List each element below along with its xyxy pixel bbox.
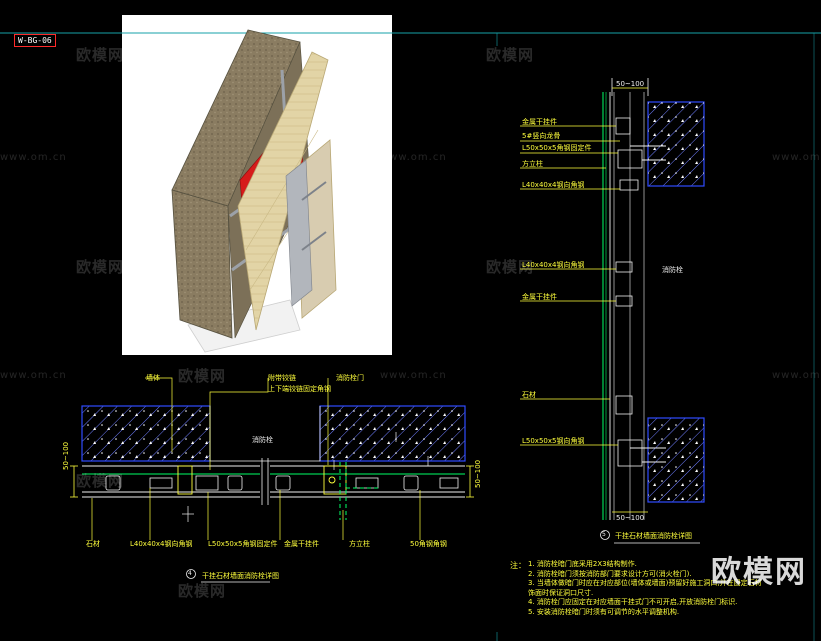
panel-joint	[245, 129, 319, 251]
bracket	[617, 149, 643, 169]
elevation-section-drawing	[520, 78, 705, 544]
door-frame-left	[177, 465, 193, 495]
label-top-hinge: 上下端铰链固定角钢	[268, 385, 331, 393]
elev-label-metal-hanger-1: 金属干挂件	[522, 118, 557, 126]
label-fixed-angle: 50角钢角钢	[410, 540, 447, 548]
hanger-clip	[355, 477, 379, 489]
plan-dim-right: 50~100	[474, 459, 482, 488]
bracket	[615, 395, 633, 415]
brand-logo-watermark: 欧模网	[711, 555, 807, 590]
notes-title: 注：	[510, 561, 526, 570]
watermark-url: www.om.cn	[380, 370, 447, 381]
concrete-lower-aggregate	[648, 418, 704, 502]
elev-label-metal-hanger-2: 金属干挂件	[522, 293, 557, 301]
watermark-text: 欧模网	[486, 258, 535, 276]
watermark-text: 欧模网	[76, 46, 125, 64]
label-stone: 石材	[86, 540, 100, 548]
hinge-pin	[328, 476, 336, 484]
elev-label-angle-fixing: L50x50x5角钢固定件	[522, 144, 592, 152]
door-brace	[301, 181, 327, 201]
render-3d-illustration	[171, 29, 337, 353]
note-item: 饰面时保证洞口尺寸.	[528, 588, 594, 597]
watermark-url: www.om.cn	[772, 152, 821, 163]
label-angle-l40: L40x40x4钢向角钢	[130, 540, 193, 548]
door-brace	[301, 231, 327, 251]
watermark-text: 欧模网	[178, 367, 227, 385]
leader-hinge	[209, 378, 269, 470]
elev-label-hydrant: 消防栓	[662, 266, 683, 274]
hanger-clip	[275, 475, 291, 491]
wall-block-side	[171, 189, 233, 339]
elev-label-angle-l50: L50x50x5钢向角钢	[522, 437, 585, 445]
watermark-text: 欧模网	[76, 472, 125, 490]
elev-dim-bottom: 50~100	[616, 514, 645, 522]
hydrant-recess	[209, 406, 321, 462]
plan-title-circle	[186, 569, 196, 579]
plan-dim-left: 50~100	[62, 441, 70, 470]
label-angle-l50: L50x50x5角钢固定件	[208, 540, 278, 548]
watermark-text: 欧模网	[486, 46, 535, 64]
bracket	[615, 117, 631, 135]
label-hydrant-door: 消防栓门	[336, 374, 364, 382]
wall-right-aggregate	[320, 406, 465, 461]
watermark-url: www.om.cn	[772, 370, 821, 381]
watermark-url: www.om.cn	[0, 370, 67, 381]
wall-left-aggregate	[82, 406, 210, 461]
note-item: 4. 消防栓门应固定在对应墙面干挂式门不可开启,开放消防栓门标识.	[528, 598, 738, 606]
note-item: 3. 当墙体做暗门时应在对应部位(墙体或墙面)预留好施工洞口,并在固定石材	[528, 579, 762, 587]
bracket	[619, 179, 639, 191]
plan-section-drawing	[70, 377, 474, 583]
note-item: 1. 消防栓暗门底采用2X3结构制作.	[528, 560, 637, 568]
label-hinge: 附带铰链	[268, 374, 296, 382]
hanger-clip	[195, 475, 219, 491]
hanger-clip	[149, 477, 173, 489]
watermark-text: 欧模网	[76, 258, 125, 276]
elev-label-angle-l40-1: L40x40x4钢向角钢	[522, 181, 585, 189]
note-item: 5. 安装消防栓暗门时须有可调节的水平调整机构.	[528, 607, 680, 616]
label-hydrant-box: 消防栓	[252, 436, 273, 444]
elevation-title-circle	[600, 530, 610, 540]
bracket	[615, 295, 633, 307]
elevation-title: 干挂石材墙面消防栓详图	[615, 532, 692, 540]
hanger-clip	[227, 475, 243, 491]
label-square-post: 方立柱	[349, 540, 370, 548]
elev-dim-top: 50~100	[616, 80, 645, 88]
leader-wall	[145, 377, 173, 452]
note-item: 2. 消防栓暗门须按消防部门要求设计方可(消火栓门).	[528, 569, 692, 578]
elev-label-stone: 石材	[522, 391, 536, 399]
bracket	[615, 261, 633, 273]
watermark-text: 欧模网	[178, 582, 227, 600]
concrete-upper-aggregate	[648, 102, 704, 186]
hanger-clip	[105, 475, 121, 491]
hanger-clip	[439, 477, 459, 489]
elev-label-square-post: 方立柱	[522, 160, 543, 168]
watermark-url: www.om.cn	[0, 152, 67, 163]
elev-label-stone-keel: 5#竖向龙骨	[522, 132, 561, 140]
bracket	[617, 439, 643, 467]
sheet-code-tag: W-BG-06	[14, 34, 56, 47]
watermark-url: www.om.cn	[380, 152, 447, 163]
plan-title-number: 4	[188, 570, 192, 577]
elev-label-angle-l40-2: L40x40x4钢向角钢	[522, 261, 585, 269]
notes-list: 1. 消防栓暗门底采用2X3结构制作. 2. 消防栓暗门须按消防部门要求设计方可…	[528, 560, 762, 617]
cladding-panel	[237, 51, 329, 331]
label-metal-hanger: 金属干挂件	[284, 540, 319, 548]
hanger-clip	[403, 475, 419, 491]
elev-title-number: 5	[602, 531, 606, 538]
label-wall: 墙体	[146, 374, 160, 382]
plan-title: 干挂石材墙面消防栓详图	[202, 572, 279, 580]
